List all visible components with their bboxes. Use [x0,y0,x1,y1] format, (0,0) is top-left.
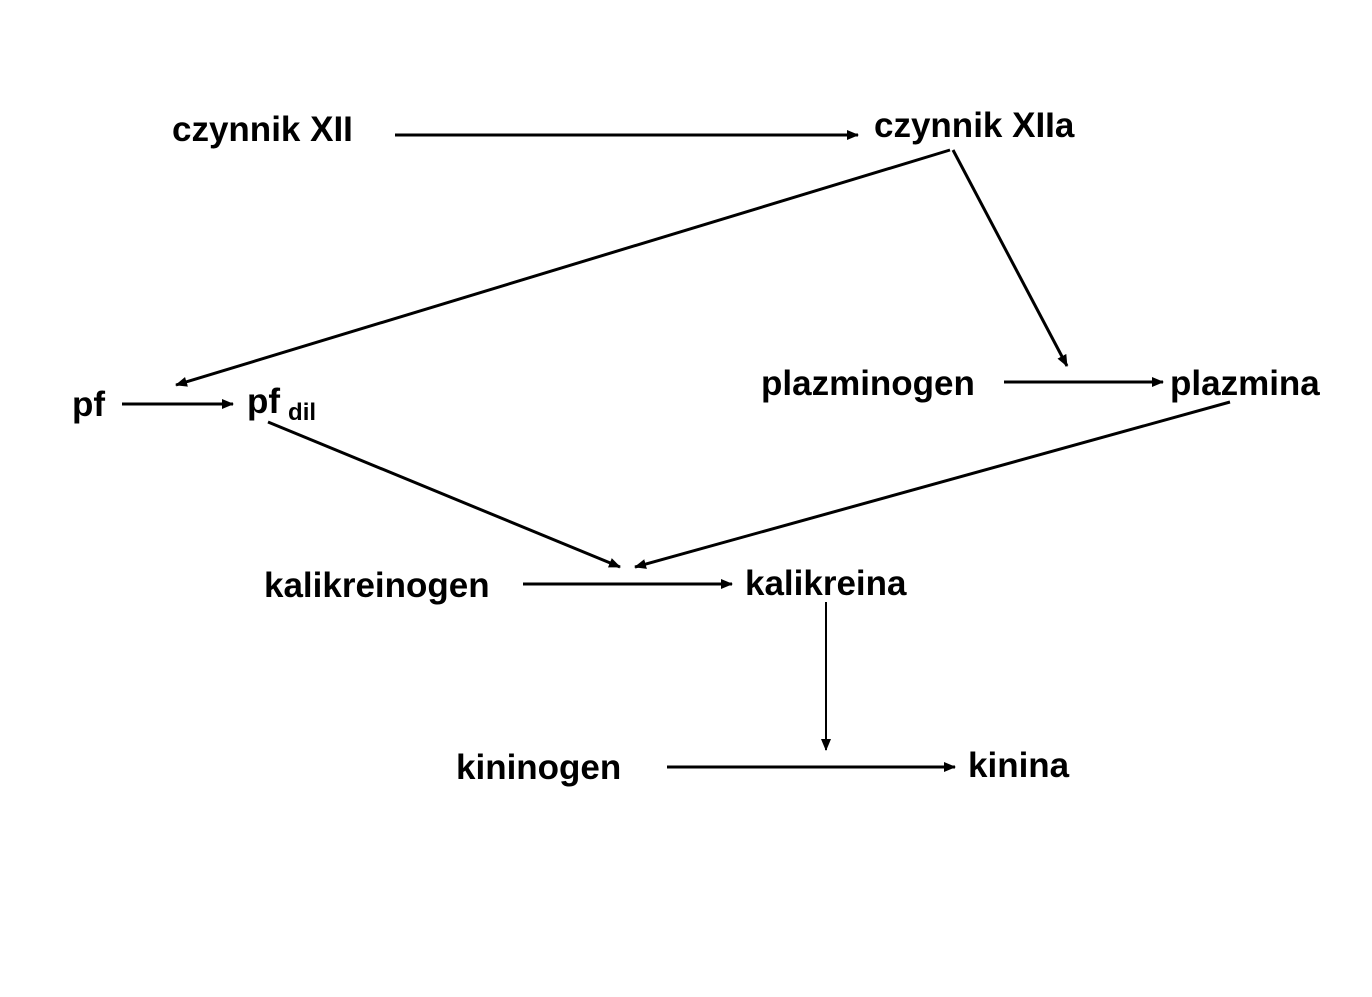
node-kininogen: kininogen [456,748,621,787]
node-factor-xiia: czynnik XIIa [874,106,1075,145]
node-pf: pf [72,385,105,424]
arrow-pf-dil-to-kallikrein-activation [267,420,621,569]
node-kallikreinogen: kalikreinogen [264,566,490,605]
node-kallikrein: kalikreina [745,564,907,603]
pf-dil-subscript: dil [288,399,316,426]
arrow-plasmin-to-kallikrein-activation [634,400,1231,569]
node-factor-xii: czynnik XII [172,110,353,149]
node-plasminogen: plazminogen [761,364,975,403]
node-kinin: kinina [968,746,1070,785]
node-plasmin: plazmina [1170,364,1320,403]
arrow-xiia-to-plasminogen [951,149,1069,367]
arrow-xiia-to-pf-dil [175,148,951,387]
pf-dil-main-text: pf [247,382,280,421]
